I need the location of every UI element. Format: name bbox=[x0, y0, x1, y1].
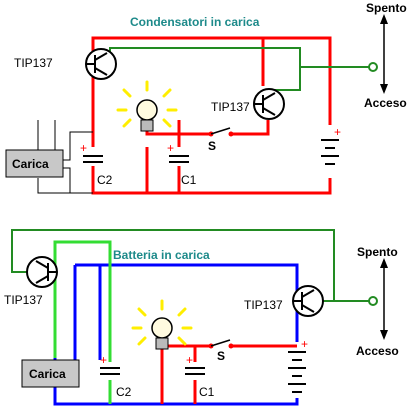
top-capacitor-c1 bbox=[169, 155, 189, 163]
bottom-green-path bbox=[53, 240, 112, 404]
top-charger-leads bbox=[37, 120, 93, 194]
top-battery-plus: + bbox=[334, 125, 341, 139]
bottom-lamp bbox=[131, 299, 193, 350]
top-transistor-1 bbox=[85, 48, 117, 80]
top-transistor-1-label: TIP137 bbox=[14, 56, 53, 70]
bottom-transistor-1-label: TIP137 bbox=[4, 293, 43, 307]
bottom-circuit: Batteria in carica TIP137 TIP137 bbox=[4, 229, 399, 406]
top-battery bbox=[321, 139, 339, 165]
bottom-capacitor-c2 bbox=[100, 367, 120, 375]
top-title: Condensatori in carica bbox=[130, 15, 260, 29]
top-charger-box bbox=[5, 149, 64, 178]
bottom-c2-label: C2 bbox=[116, 385, 132, 399]
top-transistor-2-label: TIP137 bbox=[211, 100, 250, 114]
top-switch bbox=[208, 127, 234, 137]
bottom-blue-rail bbox=[53, 263, 299, 406]
bottom-transistor-2 bbox=[292, 285, 324, 317]
bottom-transistor-1 bbox=[26, 256, 58, 288]
top-c1-label: C1 bbox=[181, 173, 197, 187]
bottom-c2-plus: + bbox=[100, 353, 107, 367]
top-c1-plus: + bbox=[167, 141, 174, 155]
top-lamp bbox=[116, 80, 178, 132]
bottom-off-label: Spento bbox=[357, 245, 398, 259]
bottom-on-label: Acceso bbox=[356, 344, 399, 358]
bottom-c1-plus: + bbox=[186, 353, 193, 367]
bottom-switch-terminal bbox=[368, 296, 378, 306]
bottom-transistor-2-label: TIP137 bbox=[244, 298, 283, 312]
bottom-charger-label: Carica bbox=[29, 367, 66, 381]
bottom-battery bbox=[288, 351, 306, 393]
top-transistor-2 bbox=[253, 88, 285, 120]
top-capacitor-c2 bbox=[83, 155, 103, 163]
top-off-label: Spento bbox=[366, 1, 407, 15]
top-switch-label: S bbox=[208, 139, 216, 153]
top-charger-label: Carica bbox=[12, 157, 49, 171]
top-red-rail bbox=[91, 36, 332, 195]
top-c2-label: C2 bbox=[97, 173, 113, 187]
bottom-capacitor-c1 bbox=[185, 367, 205, 375]
bottom-switch-label: S bbox=[217, 349, 225, 363]
bottom-charger-box bbox=[21, 359, 80, 388]
bottom-title: Batteria in carica bbox=[113, 248, 210, 262]
top-circuit: Condensatori in carica TIP137 TIP137 bbox=[5, 1, 407, 195]
bottom-red-rail bbox=[160, 344, 297, 404]
bottom-battery-plus: + bbox=[301, 337, 308, 351]
top-switch-terminal bbox=[368, 62, 378, 72]
top-c2-plus: + bbox=[80, 141, 87, 155]
top-on-label: Acceso bbox=[364, 96, 407, 110]
bottom-c1-label: C1 bbox=[199, 385, 215, 399]
bottom-switch bbox=[208, 339, 234, 349]
